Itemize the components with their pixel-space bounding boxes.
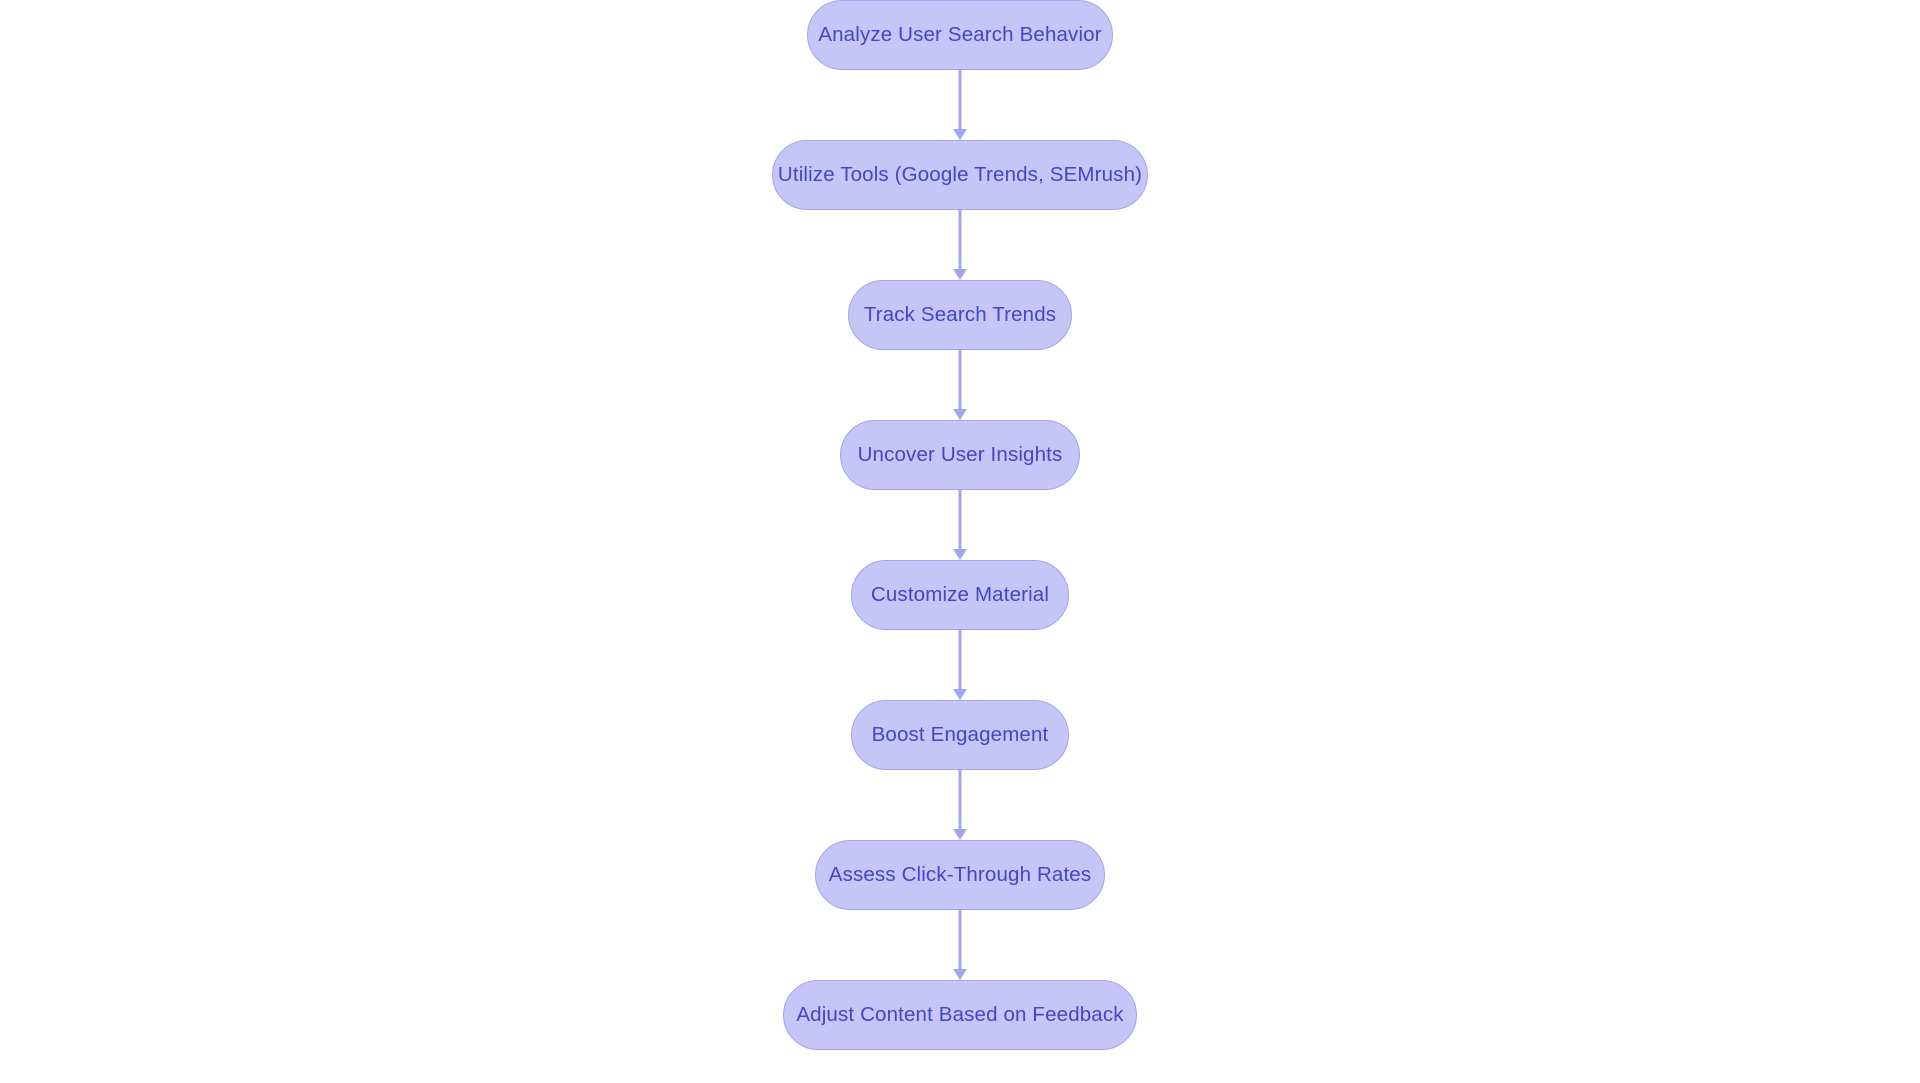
connector-line [958,490,962,549]
flow-node-n2[interactable]: Utilize Tools (Google Trends, SEMrush) [772,140,1148,210]
flow-node-n6[interactable]: Boost Engagement [851,700,1069,770]
flow-connector-arrow [949,630,971,700]
flow-connector-arrow [949,70,971,140]
connector-line [958,70,962,129]
flow-node-label: Uncover User Insights [857,442,1063,466]
flow-connector-arrow [949,490,971,560]
connector-line [958,350,962,409]
flow-node-label: Utilize Tools (Google Trends, SEMrush) [777,162,1143,186]
arrowhead-down-icon [953,689,967,700]
flow-node-label: Track Search Trends [863,302,1057,326]
connector-line [958,770,962,829]
flow-connector-arrow [949,210,971,280]
connector-line [958,910,962,969]
flow-connector-arrow [949,770,971,840]
arrowhead-down-icon [953,409,967,420]
flow-node-n7[interactable]: Assess Click-Through Rates [815,840,1105,910]
arrowhead-down-icon [953,129,967,140]
flow-node-label: Boost Engagement [871,722,1049,746]
arrowhead-down-icon [953,969,967,980]
connector-line [958,210,962,269]
flow-node-label: Analyze User Search Behavior [818,22,1102,46]
flow-node-n1[interactable]: Analyze User Search Behavior [807,0,1113,70]
flow-node-label: Adjust Content Based on Feedback [796,1002,1124,1026]
arrowhead-down-icon [953,829,967,840]
flow-connector-arrow [949,910,971,980]
arrowhead-down-icon [953,269,967,280]
flow-node-n4[interactable]: Uncover User Insights [840,420,1080,490]
flow-node-n5[interactable]: Customize Material [851,560,1069,630]
flow-node-n8[interactable]: Adjust Content Based on Feedback [783,980,1137,1050]
flow-node-n3[interactable]: Track Search Trends [848,280,1072,350]
flow-node-label: Assess Click-Through Rates [828,862,1092,886]
connector-line [958,630,962,689]
flow-connector-arrow [949,350,971,420]
flow-node-label: Customize Material [870,582,1050,606]
arrowhead-down-icon [953,549,967,560]
